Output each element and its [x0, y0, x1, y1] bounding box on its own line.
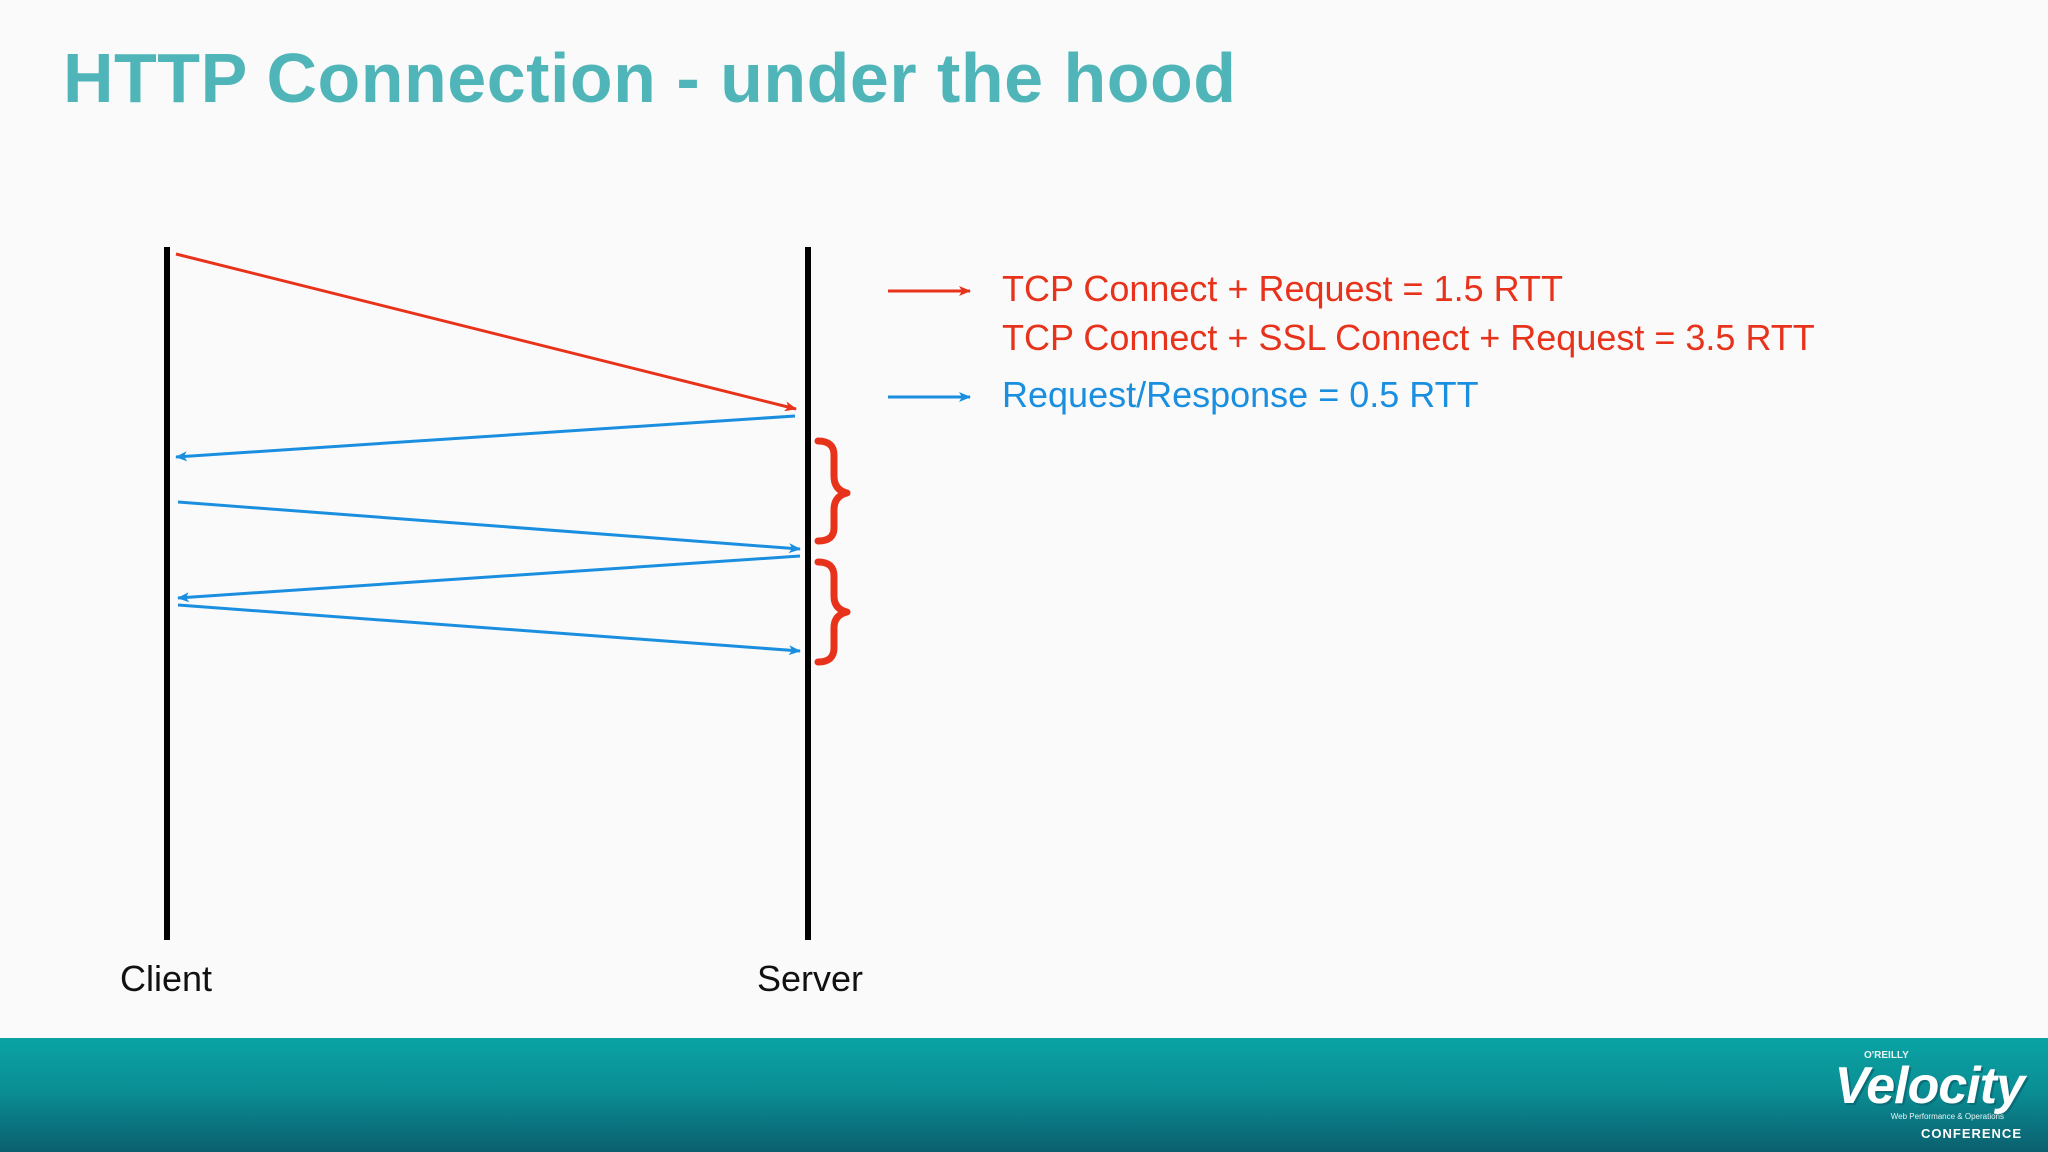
footer-bar	[0, 1038, 2048, 1152]
legend-request-response: Request/Response = 0.5 RTT	[1002, 374, 1479, 415]
logo-publisher: O'REILLY	[1864, 1050, 1909, 1061]
client-label: Client	[120, 958, 213, 999]
tcp-connect-request-arrow	[175, 252, 797, 412]
legend-tcp-request: TCP Connect + Request = 1.5 RTT	[1002, 268, 1563, 309]
logo-event: CONFERENCE	[1920, 1126, 2022, 1141]
response-arrow-2	[177, 554, 801, 603]
request-arrow-3	[177, 603, 801, 656]
slide-title: HTTP Connection - under the hood	[63, 39, 1237, 117]
slide-background	[0, 0, 2048, 1038]
legend-tcp-ssl-request: TCP Connect + SSL Connect + Request = 3.…	[1002, 317, 1815, 358]
rtt-brace-2	[814, 558, 851, 666]
logo-tagline: Web Performance & Operations	[1890, 1112, 2004, 1121]
response-arrow-1	[175, 414, 796, 462]
server-label: Server	[757, 958, 864, 999]
request-arrow-2	[177, 500, 801, 554]
logo-name: Velocity	[1834, 1057, 2025, 1115]
rtt-brace-1	[814, 437, 851, 545]
velocity-logo: O'REILLY Velocity Web Performance & Oper…	[1828, 1050, 2028, 1146]
